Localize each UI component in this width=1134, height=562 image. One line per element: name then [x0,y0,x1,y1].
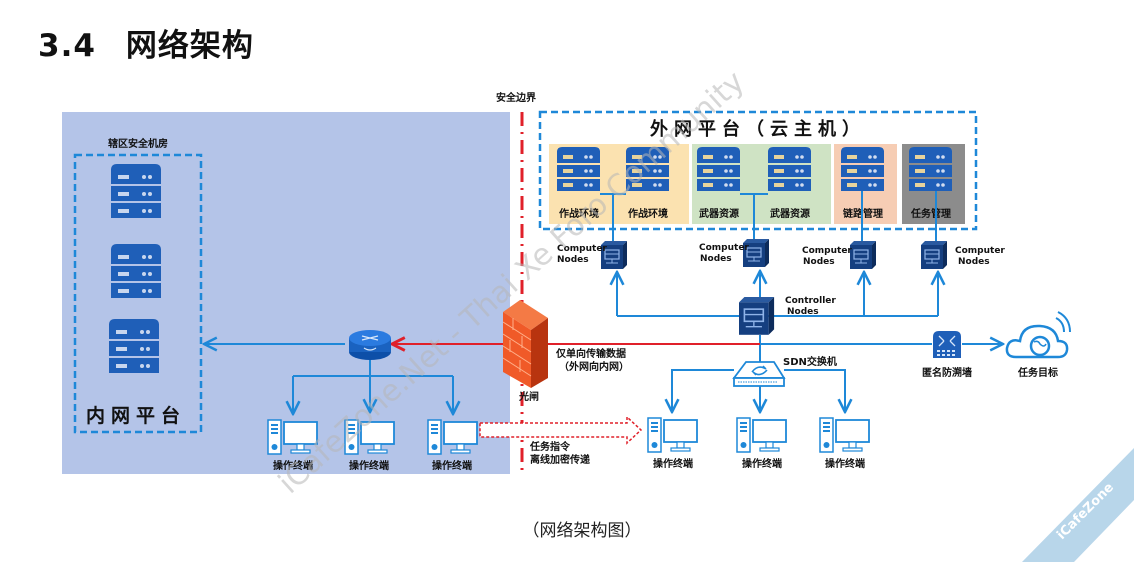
compute-node-2-label-2: Nodes [700,254,732,264]
compute-node-4-label-1: Computer [955,246,1005,256]
sdn-switch-icon [732,361,786,387]
anonymous-firewall-label: 匿名防溯墙 [922,366,972,379]
server-label-combat-1: 作战环境 [559,207,599,220]
group-to-node-links [600,191,937,242]
outer-terminal-2-label: 操作终端 [742,457,782,470]
sdn-switch-label: SDN交换机 [783,355,837,368]
figure-caption: （网络架构图） [522,521,642,541]
outer-terminal-1-icon [647,417,698,453]
compute-node-2-label-1: Computer [699,243,749,253]
inner-room-label: 辖区安全机房 [108,137,168,150]
outer-terminal-3-icon [819,417,870,453]
security-boundary-label: 安全边界 [496,91,536,104]
task-target-cloud-icon [1005,311,1071,359]
inner-server-3-icon [109,319,159,373]
server-link-icon [841,147,884,191]
server-label-weapon-2: 武器资源 [770,207,810,220]
optical-gate-label: 光闸 [518,390,539,403]
one-way-note-line2: （外网向内网） [559,360,629,373]
compute-node-4-label-2: Nodes [958,257,990,267]
one-way-note-line1: 仅单向传输数据 [555,347,626,360]
controller-links [617,271,938,317]
server-weapon-2-icon [768,147,811,191]
section-heading: 3.4 网络架构 [38,20,254,65]
compute-node-1-label-1: Computer [557,244,607,254]
server-weapon-1-icon [697,147,740,191]
inner-server-2-icon [111,244,161,298]
task-target-label: 任务目标 [1017,366,1058,379]
optical-gate-firewall-icon [502,300,548,388]
server-label-weapon-1: 武器资源 [699,207,739,220]
anonymous-firewall-icon [933,331,961,358]
controller-node-label-2: Nodes [787,307,819,317]
offline-transfer-line2: 离线加密传递 [530,453,590,466]
outbound-links [759,335,1003,362]
outer-terminal-3-label: 操作终端 [825,457,865,470]
controller-node-label-1: Controller [785,296,836,306]
compute-node-4-icon [920,240,948,270]
server-label-task: 任务管理 [910,207,951,220]
router-icon [349,330,391,360]
section-title: 网络架构 [125,28,254,64]
server-task-icon [909,147,952,191]
outer-terminal-2-icon [736,417,787,453]
inner-server-1-icon [111,164,161,218]
compute-node-3-icon [849,240,877,270]
section-number: 3.4 [38,28,96,64]
compute-node-3-label-1: Computer [802,246,852,256]
inner-platform-label: 内网平台 [86,404,186,427]
sdn-to-terminals-links [672,369,845,412]
corner-watermark: iCafeZone [1022,448,1134,562]
inner-secure-room-box [73,153,203,434]
controller-node-icon [738,296,775,336]
outer-platform-box [538,110,978,231]
offline-transfer-line1: 任务指令 [529,440,571,453]
router-to-terminals-links [293,360,453,414]
inner-terminal-3-label: 操作终端 [432,459,472,472]
outer-terminal-1-label: 操作终端 [653,457,693,470]
server-label-combat-2: 作战环境 [628,207,668,220]
offline-transfer-arrow [479,415,643,445]
inner-terminal-1-label: 操作终端 [273,459,313,472]
compute-node-3-label-2: Nodes [803,257,835,267]
inner-terminal-2-label: 操作终端 [349,459,389,472]
compute-node-1-label-2: Nodes [557,255,589,265]
outer-platform-label: 外网平台（云主机） [650,118,866,140]
